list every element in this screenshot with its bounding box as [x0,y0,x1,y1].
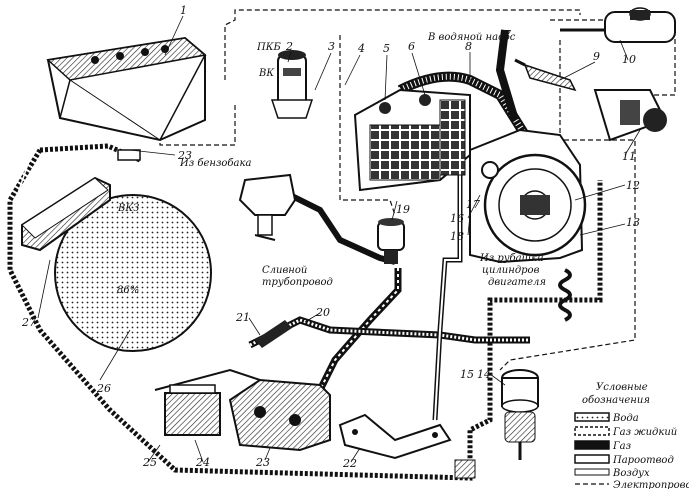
callout-5: 5 [383,42,390,55]
electric-wire-lower-right [499,40,636,371]
battery-main [46,36,207,142]
callout-22: 22 [342,457,357,470]
expansion-tank [21,149,141,252]
spark-plug [514,58,577,92]
callout-13: 13 [626,216,640,229]
legend-title-1: Условные [596,382,648,393]
label-drain-line-1: Сливной [262,265,307,276]
electric-wire-mid [339,35,396,216]
callout-14: 14 [477,368,491,381]
circulation-pump [501,369,539,460]
callout-26: 26 [96,382,111,395]
callout-leaders [37,15,641,463]
callout-15: 15 [460,368,474,381]
switch-key [593,89,667,142]
legend-item-gas: Газ [612,441,631,452]
mount-bracket [338,413,452,460]
ignition-coil [270,50,314,119]
legend-item-steam: Пароотвод [612,455,674,466]
spring-coil [558,268,572,322]
heater-hose-right [495,29,519,122]
callout-27: 27 [21,316,36,329]
gas-line-inner [319,268,399,391]
legend-item-air: Воздух [612,468,650,479]
callout-12: 12 [626,179,640,192]
fuel-filter [238,173,297,241]
hose-clamp [255,320,292,348]
callout-19: 19 [396,203,410,216]
coolant-tank-circle [54,194,212,352]
callout-6: 6 [408,40,415,53]
callout-8: 8 [465,40,472,53]
callout-25: 25 [142,456,157,469]
callout-21: 21 [235,311,250,324]
legend-title-2: обозначения [582,395,650,406]
label-from-tank: Из бензобака [179,158,251,169]
water-loop-line-inner [13,157,466,473]
label-jacket-2: цилиндров [482,265,540,276]
callout-16: 16 [450,212,464,225]
glow-plug [560,7,676,43]
callout-24: 24 [195,456,210,469]
radiator-block [164,384,221,436]
label-jacket-1: Из рубашки [479,253,544,264]
label-to-pump: В водяной насос [427,32,516,43]
legend-swatch-gas [574,440,610,450]
callout-17: 17 [466,198,480,211]
legend-swatch-air [574,468,610,476]
callout-23-top: 23 [177,149,192,162]
label-percent-large: 86% [117,285,139,296]
callout-2: 2 [285,40,293,53]
heater-boiler [469,128,587,264]
callout-3: 3 [328,40,335,53]
callout-20: 20 [315,306,330,319]
callout-9: 9 [593,50,600,63]
legend-swatch-steam [574,454,610,464]
label-drain-line-2: трубопровод [262,277,333,288]
fuel-valve [377,218,405,264]
callout-11: 11 [622,150,636,163]
label-percent-small: ВКЗ [117,203,139,214]
label-vk: ВК [258,68,274,79]
connector-bottom [454,459,476,479]
legend-item-wire: Электропровод [613,480,689,489]
callout-10: 10 [622,53,636,66]
engine-block [154,368,331,452]
legend-swatch-liquid-gas [574,426,610,436]
label-jacket-3: двигателя [488,277,546,288]
callout-4: 4 [357,42,365,55]
legend-item-liquid-gas: Газ жидкий [612,427,677,438]
legend-item-water: Вода [612,413,639,424]
heater-battery [353,88,471,192]
legend-swatch-water [574,412,610,422]
callout-18: 18 [450,230,464,243]
callout-23: 23 [255,456,270,469]
label-pks: ПКБ [256,42,281,53]
legend: Условные обозначения Вода Газ жидкий Газ… [574,382,689,489]
callout-7: 7 [504,28,511,41]
callout-1: 1 [180,4,187,17]
